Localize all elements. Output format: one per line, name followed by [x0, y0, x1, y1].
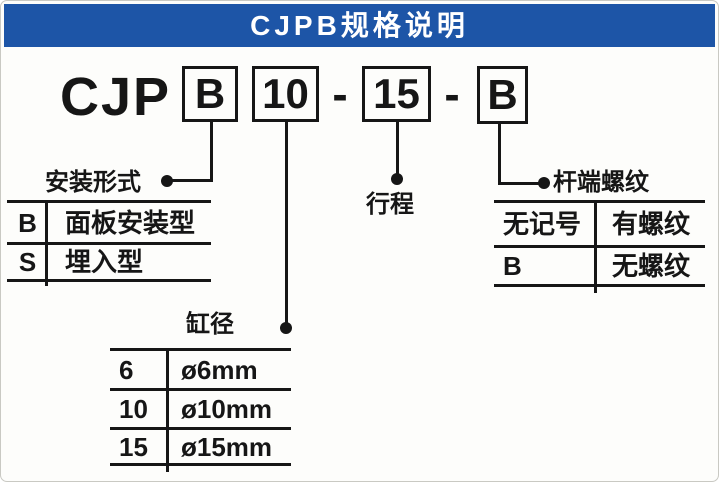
connector-line-rod-thread-vertical: [498, 123, 501, 185]
label-bore-size: 缸径: [186, 311, 234, 338]
connector-dot-mounting: [161, 175, 173, 187]
connector-dot-bore: [280, 322, 292, 334]
table-row: 10 ø10mm: [110, 388, 291, 427]
page-title: CJPB规格说明: [250, 9, 469, 41]
connector-dot-stroke: [391, 173, 403, 185]
rod-thread-code-cell: B: [503, 251, 522, 281]
table-bore-size: 6 ø6mm 10 ø10mm 15 ø15mm: [110, 348, 291, 466]
bore-code-cell: 6: [119, 354, 134, 385]
bore-desc-cell: ø15mm: [181, 431, 273, 462]
mounting-desc-cell: 埋入型: [65, 247, 144, 277]
code-separator: -: [332, 68, 348, 120]
connector-line-bore-vertical: [285, 121, 288, 329]
code-prefix: CJP: [60, 67, 172, 127]
header-bar: CJPB规格说明: [4, 4, 715, 47]
connector-dot-rod-thread: [538, 177, 550, 189]
code-box-stroke: 15: [362, 66, 431, 122]
code-box-bore: 10: [252, 66, 319, 122]
label-rod-end-thread: 杆端螺纹: [553, 169, 649, 196]
bore-desc-cell: ø6mm: [181, 354, 258, 385]
table-row: S 埋入型: [7, 242, 211, 282]
label-stroke: 行程: [366, 191, 414, 218]
label-mounting-type: 安装形式: [45, 169, 141, 196]
table-rod-thread-divider: [594, 200, 597, 293]
rod-thread-desc-cell: 有螺纹: [612, 209, 691, 239]
connector-line-stroke-vertical: [396, 121, 399, 179]
table-bore-divider: [166, 348, 169, 472]
bore-code-cell: 15: [119, 431, 148, 462]
mounting-code-cell: B: [18, 207, 37, 238]
connector-line-rod-thread-horizontal: [498, 182, 545, 185]
code-box-mounting-value: B: [194, 70, 226, 117]
connector-line-mounting-horizontal: [167, 179, 213, 182]
bore-desc-cell: ø10mm: [181, 394, 273, 424]
table-rod-end-thread: 无记号 有螺纹 B 无螺纹: [494, 200, 705, 287]
table-row: B 面板安装型: [7, 200, 211, 242]
code-box-rod-thread: B: [477, 66, 528, 124]
table-row: 6 ø6mm: [110, 348, 291, 388]
table-row: B 无螺纹: [494, 245, 705, 287]
table-mounting-type: B 面板安装型 S 埋入型: [7, 200, 211, 282]
table-row: 无记号 有螺纹: [494, 200, 705, 245]
mounting-desc-cell: 面板安装型: [65, 207, 196, 238]
code-box-bore-value: 10: [262, 70, 309, 117]
mounting-code-cell: S: [18, 247, 37, 277]
rod-thread-desc-cell: 无螺纹: [612, 251, 691, 281]
rod-thread-code-cell: 无记号: [503, 209, 582, 239]
connector-line-mounting-vertical: [210, 121, 213, 181]
table-row: 15 ø15mm: [110, 427, 291, 466]
code-box-stroke-value: 15: [373, 70, 420, 117]
table-mounting-divider: [45, 200, 48, 286]
code-box-mounting: B: [182, 66, 238, 122]
code-box-rod-thread-value: B: [487, 71, 518, 118]
code-separator: -: [444, 68, 460, 120]
bore-code-cell: 10: [119, 394, 148, 424]
